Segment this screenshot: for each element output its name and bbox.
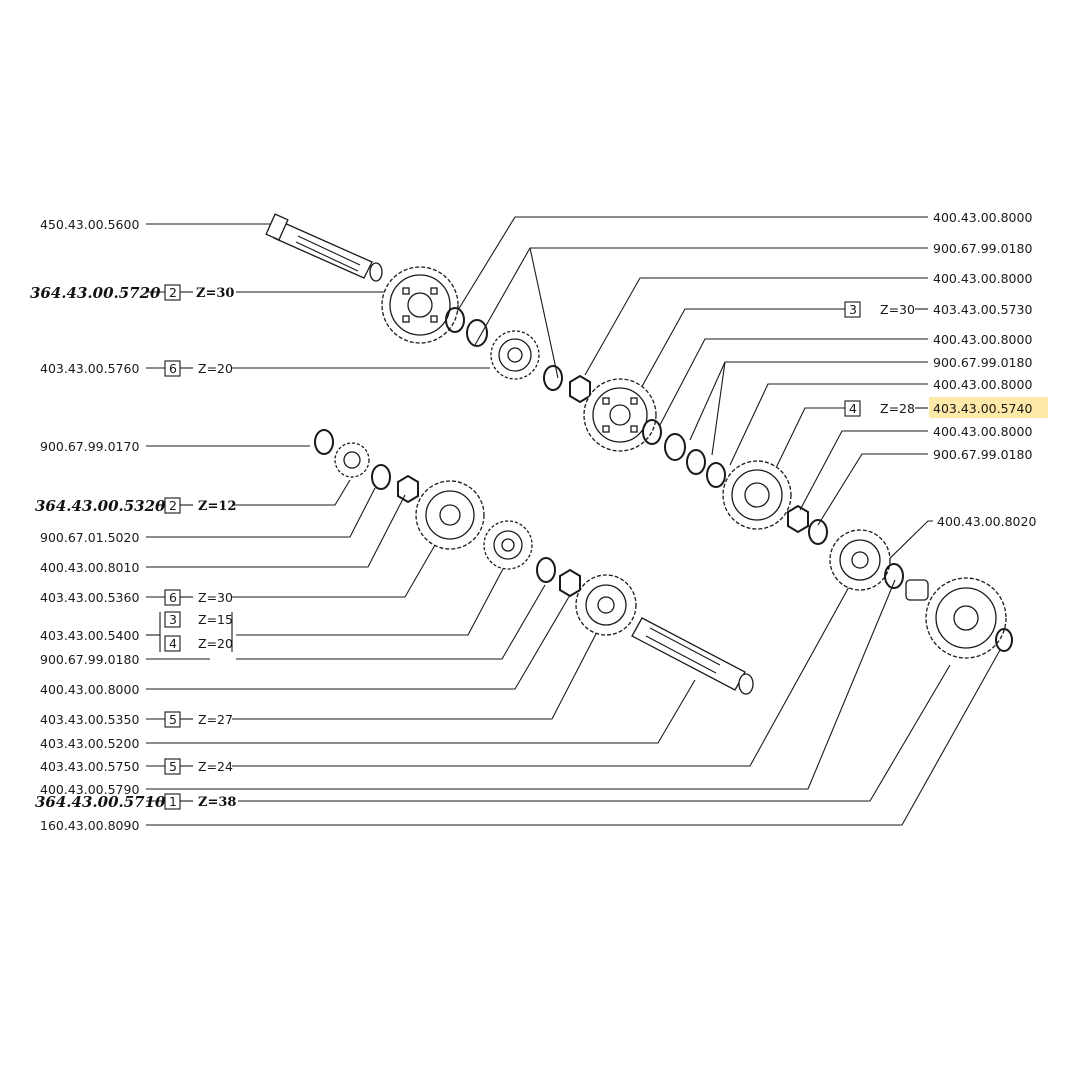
part-403-43-00-5760: 403.43.00.5760 — [40, 361, 139, 376]
group-box-3-right — [844, 301, 861, 318]
part-160-43-00-8090: 160.43.00.8090 — [40, 818, 139, 833]
part-900-67-99-0180-left: 900.67.99.0180 — [40, 652, 139, 667]
washer-6 — [884, 563, 904, 589]
part-364-43-00-5320: 364.43.00.5320 — [35, 497, 166, 515]
output-shaft — [631, 617, 754, 695]
teeth-count: Z=30 — [880, 302, 915, 317]
circlip-lower-1 — [314, 429, 334, 455]
teeth-count: Z=30 — [196, 286, 234, 301]
part-right-8-highlighted: 403.43.00.5740 — [933, 401, 1032, 416]
gear-z12 — [334, 442, 370, 478]
group-number: 3 — [849, 302, 857, 317]
teeth-count: Z=28 — [880, 401, 915, 416]
teeth-count: Z=38 — [198, 795, 236, 810]
right-labels: 400.43.00.8000 900.67.99.0180 400.43.00.… — [844, 210, 1048, 529]
part-400-43-00-5790: 400.43.00.5790 — [40, 782, 139, 797]
gear-z38 — [925, 577, 1007, 659]
gear-z30-mid — [583, 378, 657, 452]
group-box-4-left — [164, 635, 181, 652]
circlip-lower-2 — [536, 557, 556, 583]
parts-art — [265, 213, 1013, 695]
part-900-67-01-5020: 900.67.01.5020 — [40, 530, 139, 545]
group-number: 1 — [169, 794, 177, 809]
group-number: 6 — [169, 361, 177, 376]
washer-5 — [787, 504, 809, 534]
group-box-5-a — [164, 711, 181, 728]
part-364-43-00-5710: 364.43.00.5710 — [35, 793, 166, 811]
part-900-67-99-0170: 900.67.99.0170 — [40, 439, 139, 454]
circlip-5 — [808, 519, 828, 545]
group-number: 5 — [169, 712, 177, 727]
teeth-count: Z=27 — [198, 712, 233, 727]
group-number: 4 — [849, 401, 857, 416]
group-box-2-top — [164, 284, 181, 301]
gear-z30-lower — [415, 480, 485, 550]
circlip-1 — [466, 319, 488, 347]
needle-bearing — [905, 579, 929, 601]
part-right-10: 900.67.99.0180 — [933, 447, 1032, 462]
washer-7 — [995, 628, 1013, 652]
part-right-1: 400.43.00.8000 — [933, 210, 1032, 225]
teeth-count: Z=24 — [198, 759, 233, 774]
washer-lower-1 — [371, 464, 391, 490]
group-number: 6 — [169, 590, 177, 605]
part-403-43-00-5400: 403.43.00.5400 — [40, 628, 139, 643]
washer-lower-3 — [559, 568, 581, 598]
circlip-4 — [686, 449, 706, 475]
part-403-43-00-5200: 403.43.00.5200 — [40, 736, 139, 751]
teeth-count: Z=20 — [198, 636, 233, 651]
washer-4 — [706, 462, 726, 488]
gear-z15-z20-cluster — [483, 520, 533, 570]
group-number: 4 — [169, 636, 177, 651]
input-shaft — [265, 213, 383, 282]
teeth-count: Z=15 — [198, 612, 233, 627]
left-group-markers: 2 Z=30 6 Z=20 2 Z=12 6 Z=30 3 Z=15 4 Z=2… — [164, 284, 236, 810]
part-right-2: 900.67.99.0180 — [933, 241, 1032, 256]
part-right-7: 400.43.00.8000 — [933, 377, 1032, 392]
washer-1 — [445, 307, 465, 333]
gear-z30-top — [381, 266, 459, 344]
gear-z27 — [575, 574, 637, 636]
circlip-2 — [543, 365, 563, 391]
group-box-3 — [164, 611, 181, 628]
part-right-4: 403.43.00.5730 — [933, 302, 1032, 317]
gear-z28 — [722, 460, 792, 530]
washer-lower-2 — [397, 474, 419, 504]
part-450-43-00-5600: 450.43.00.5600 — [40, 217, 139, 232]
part-403-43-00-5750: 403.43.00.5750 — [40, 759, 139, 774]
part-400-43-00-8010: 400.43.00.8010 — [40, 560, 139, 575]
group-box-5-b — [164, 758, 181, 775]
part-403-43-00-5350: 403.43.00.5350 — [40, 712, 139, 727]
group-box-1 — [164, 793, 181, 810]
group-number: 5 — [169, 759, 177, 774]
part-right-6: 900.67.99.0180 — [933, 355, 1032, 370]
group-box-6-top — [164, 360, 181, 377]
group-box-6-mid — [164, 589, 181, 606]
group-number: 2 — [169, 498, 177, 513]
part-364-43-00-5720: 364.43.00.5720 — [30, 284, 161, 302]
leader-lines — [146, 216, 1001, 826]
part-403-43-00-5360: 403.43.00.5360 — [40, 590, 139, 605]
highlight-marker — [929, 397, 1048, 418]
group-box-4-right — [844, 400, 861, 417]
gear-z20-top — [490, 330, 540, 380]
washer-3 — [642, 419, 662, 445]
teeth-count: Z=30 — [198, 590, 233, 605]
gear-z24 — [829, 529, 891, 591]
teeth-count: Z=20 — [198, 361, 233, 376]
teeth-count: Z=12 — [198, 499, 236, 514]
circlip-3 — [664, 433, 686, 461]
part-right-3: 400.43.00.8000 — [933, 271, 1032, 286]
group-box-2-mid — [164, 497, 181, 514]
washer-2 — [569, 374, 591, 404]
part-right-9: 400.43.00.8000 — [933, 424, 1032, 439]
left-labels: 450.43.00.5600 364.43.00.5720 403.43.00.… — [30, 217, 166, 833]
group-number: 3 — [169, 612, 177, 627]
part-right-5: 400.43.00.8000 — [933, 332, 1032, 347]
part-400-43-00-8000-left: 400.43.00.8000 — [40, 682, 139, 697]
group-number: 2 — [169, 285, 177, 300]
part-right-11: 400.43.00.8020 — [937, 514, 1036, 529]
